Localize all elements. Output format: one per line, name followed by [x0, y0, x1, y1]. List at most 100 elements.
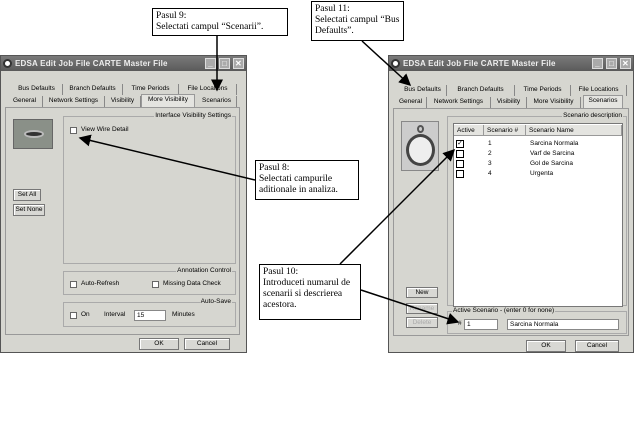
- callout-text: Selectati campurile aditionale in analiz…: [259, 174, 338, 195]
- window-title: EDSA Edit Job File CARTE Master File: [15, 59, 168, 68]
- arrow-step-11: [361, 40, 412, 87]
- callout-text: Selectati campul “Bus Defaults”.: [315, 15, 400, 36]
- active-checkbox[interactable]: [456, 170, 464, 178]
- ok-button[interactable]: OK: [139, 338, 179, 350]
- column-header-name[interactable]: Scenario Name: [526, 125, 622, 136]
- maximize-button[interactable]: □: [606, 58, 617, 69]
- tab-file-locations[interactable]: File Locations: [179, 84, 237, 95]
- callout-step-10: Pasul 10:Introduceti numarul de scenarii…: [259, 264, 361, 320]
- stopwatch-icon: [401, 121, 439, 171]
- column-header-active[interactable]: Active: [454, 125, 484, 136]
- callout-text: Introduceti numarul de scenarii si descr…: [263, 278, 351, 310]
- maximize-button[interactable]: □: [219, 58, 230, 69]
- group-label: Interface Visibility Settings: [154, 112, 232, 119]
- view-wire-detail-label: View Wire Detail: [81, 126, 129, 133]
- right-dialog: EDSA Edit Job File CARTE Master File _ □…: [388, 55, 634, 353]
- tab-scenarios[interactable]: Scenarios: [583, 95, 623, 108]
- close-button[interactable]: ✕: [233, 58, 244, 69]
- left-dialog: EDSA Edit Job File CARTE Master File _ □…: [0, 55, 247, 353]
- app-icon: [3, 59, 12, 68]
- cancel-button[interactable]: Cancel: [184, 338, 230, 350]
- annotation-control-group: Annotation Control Auto-Refresh Missing …: [63, 267, 236, 295]
- app-icon: [391, 59, 400, 68]
- window-title: EDSA Edit Job File CARTE Master File: [403, 59, 556, 68]
- scenario-number: 4: [488, 170, 492, 177]
- group-label: Auto-Save: [199, 298, 232, 305]
- tab-bus-defaults[interactable]: Bus Defaults: [399, 85, 447, 96]
- interval-input[interactable]: 15: [134, 310, 166, 321]
- set-none-button[interactable]: Set None: [13, 204, 45, 216]
- callout-step-11: Pasul 11:Selectati campul “Bus Defaults”…: [311, 1, 404, 41]
- interval-label: Interval: [104, 311, 126, 318]
- scenario-description-group: Scenario description Active Scenario # S…: [447, 112, 627, 307]
- arrow-step-10-list: [339, 148, 456, 265]
- tab-more-visibility[interactable]: More Visibility: [141, 94, 195, 107]
- active-scenario-number-input[interactable]: 1: [464, 319, 498, 330]
- active-checkbox[interactable]: [456, 150, 464, 158]
- column-header-number[interactable]: Scenario #: [484, 125, 526, 136]
- tab-general[interactable]: General: [395, 97, 427, 108]
- auto-refresh-checkbox[interactable]: [70, 281, 77, 288]
- interface-visibility-group: Interface Visibility Settings View Wire …: [63, 112, 236, 264]
- missing-data-checkbox[interactable]: [152, 281, 159, 288]
- eye-icon: [13, 119, 53, 149]
- auto-save-on-checkbox[interactable]: [70, 312, 77, 319]
- auto-save-group: Auto-Save On Interval 15 Minutes: [63, 298, 236, 327]
- scenario-number: 3: [488, 160, 492, 167]
- title-bar: EDSA Edit Job File CARTE Master File _ □…: [1, 56, 246, 71]
- tab-panel: [5, 107, 240, 335]
- tab-file-locations[interactable]: File Locations: [571, 85, 627, 96]
- callout-text: Selectati campul “Scenarii”.: [156, 22, 264, 32]
- tab-network-settings[interactable]: Network Settings: [427, 97, 491, 108]
- group-label: Active Scenario - (enter 0 for none): [452, 307, 556, 314]
- callout-step-9: Pasul 9:Selectati campul “Scenarii”.: [152, 8, 288, 36]
- scenario-number: 1: [488, 140, 492, 147]
- view-wire-detail-checkbox[interactable]: [70, 127, 77, 134]
- group-label: Annotation Control: [176, 267, 232, 274]
- close-button[interactable]: ✕: [620, 58, 631, 69]
- group-label: Scenario description: [562, 112, 623, 119]
- active-checkbox[interactable]: [456, 160, 464, 168]
- callout-title: Pasul 8:: [259, 163, 290, 173]
- scenario-name: Sarcina Normala: [530, 140, 579, 147]
- ok-button[interactable]: OK: [526, 340, 566, 352]
- cancel-button[interactable]: Cancel: [575, 340, 619, 352]
- tab-scenarios[interactable]: Scenarios: [197, 96, 237, 107]
- set-all-button[interactable]: Set All: [13, 189, 41, 201]
- active-checkbox[interactable]: ✓: [456, 140, 464, 148]
- active-scenario-group: Active Scenario - (enter 0 for none) # 1…: [447, 307, 627, 334]
- active-scenario-name-input[interactable]: Sarcina Normala: [507, 319, 619, 330]
- arrow-step-10-input: [360, 289, 460, 325]
- table-row[interactable]: ✓ 1 Sarcina Normala: [454, 139, 622, 149]
- tab-branch-defaults[interactable]: Branch Defaults: [63, 84, 123, 95]
- scenario-name: Urgenta: [530, 170, 554, 177]
- scenario-list[interactable]: Active Scenario # Scenario Name ✓ 1 Sarcin…: [453, 123, 623, 307]
- tab-network-settings[interactable]: Network Settings: [43, 96, 105, 107]
- new-button[interactable]: New: [406, 287, 438, 298]
- auto-refresh-label: Auto-Refresh: [81, 280, 120, 287]
- callout-title: Pasul 10:: [263, 267, 299, 277]
- tab-time-periods[interactable]: Time Periods: [515, 85, 571, 96]
- tab-branch-defaults[interactable]: Branch Defaults: [447, 85, 515, 96]
- scenario-number: 2: [488, 150, 492, 157]
- tab-time-periods[interactable]: Time Periods: [123, 84, 179, 95]
- tab-more-visibility[interactable]: More Visibility: [527, 97, 581, 108]
- tab-general[interactable]: General: [7, 96, 43, 107]
- arrow-step-8: [78, 134, 256, 181]
- minimize-button[interactable]: _: [205, 58, 216, 69]
- missing-data-label: Missing Data Check: [163, 280, 221, 287]
- table-row[interactable]: 4 Urgenta: [454, 169, 622, 179]
- tab-visibility[interactable]: Visibility: [105, 96, 141, 107]
- minutes-label: Minutes: [172, 311, 195, 318]
- tab-bus-defaults[interactable]: Bus Defaults: [11, 84, 63, 95]
- rename-button: Rename: [406, 303, 438, 314]
- tab-visibility[interactable]: Visibility: [491, 97, 527, 108]
- title-bar: EDSA Edit Job File CARTE Master File _ □…: [389, 56, 633, 71]
- callout-step-8: Pasul 8:Selectati campurile aditionale i…: [255, 160, 359, 200]
- minimize-button[interactable]: _: [592, 58, 603, 69]
- hash-label: #: [458, 320, 462, 327]
- callout-title: Pasul 9:: [156, 11, 187, 21]
